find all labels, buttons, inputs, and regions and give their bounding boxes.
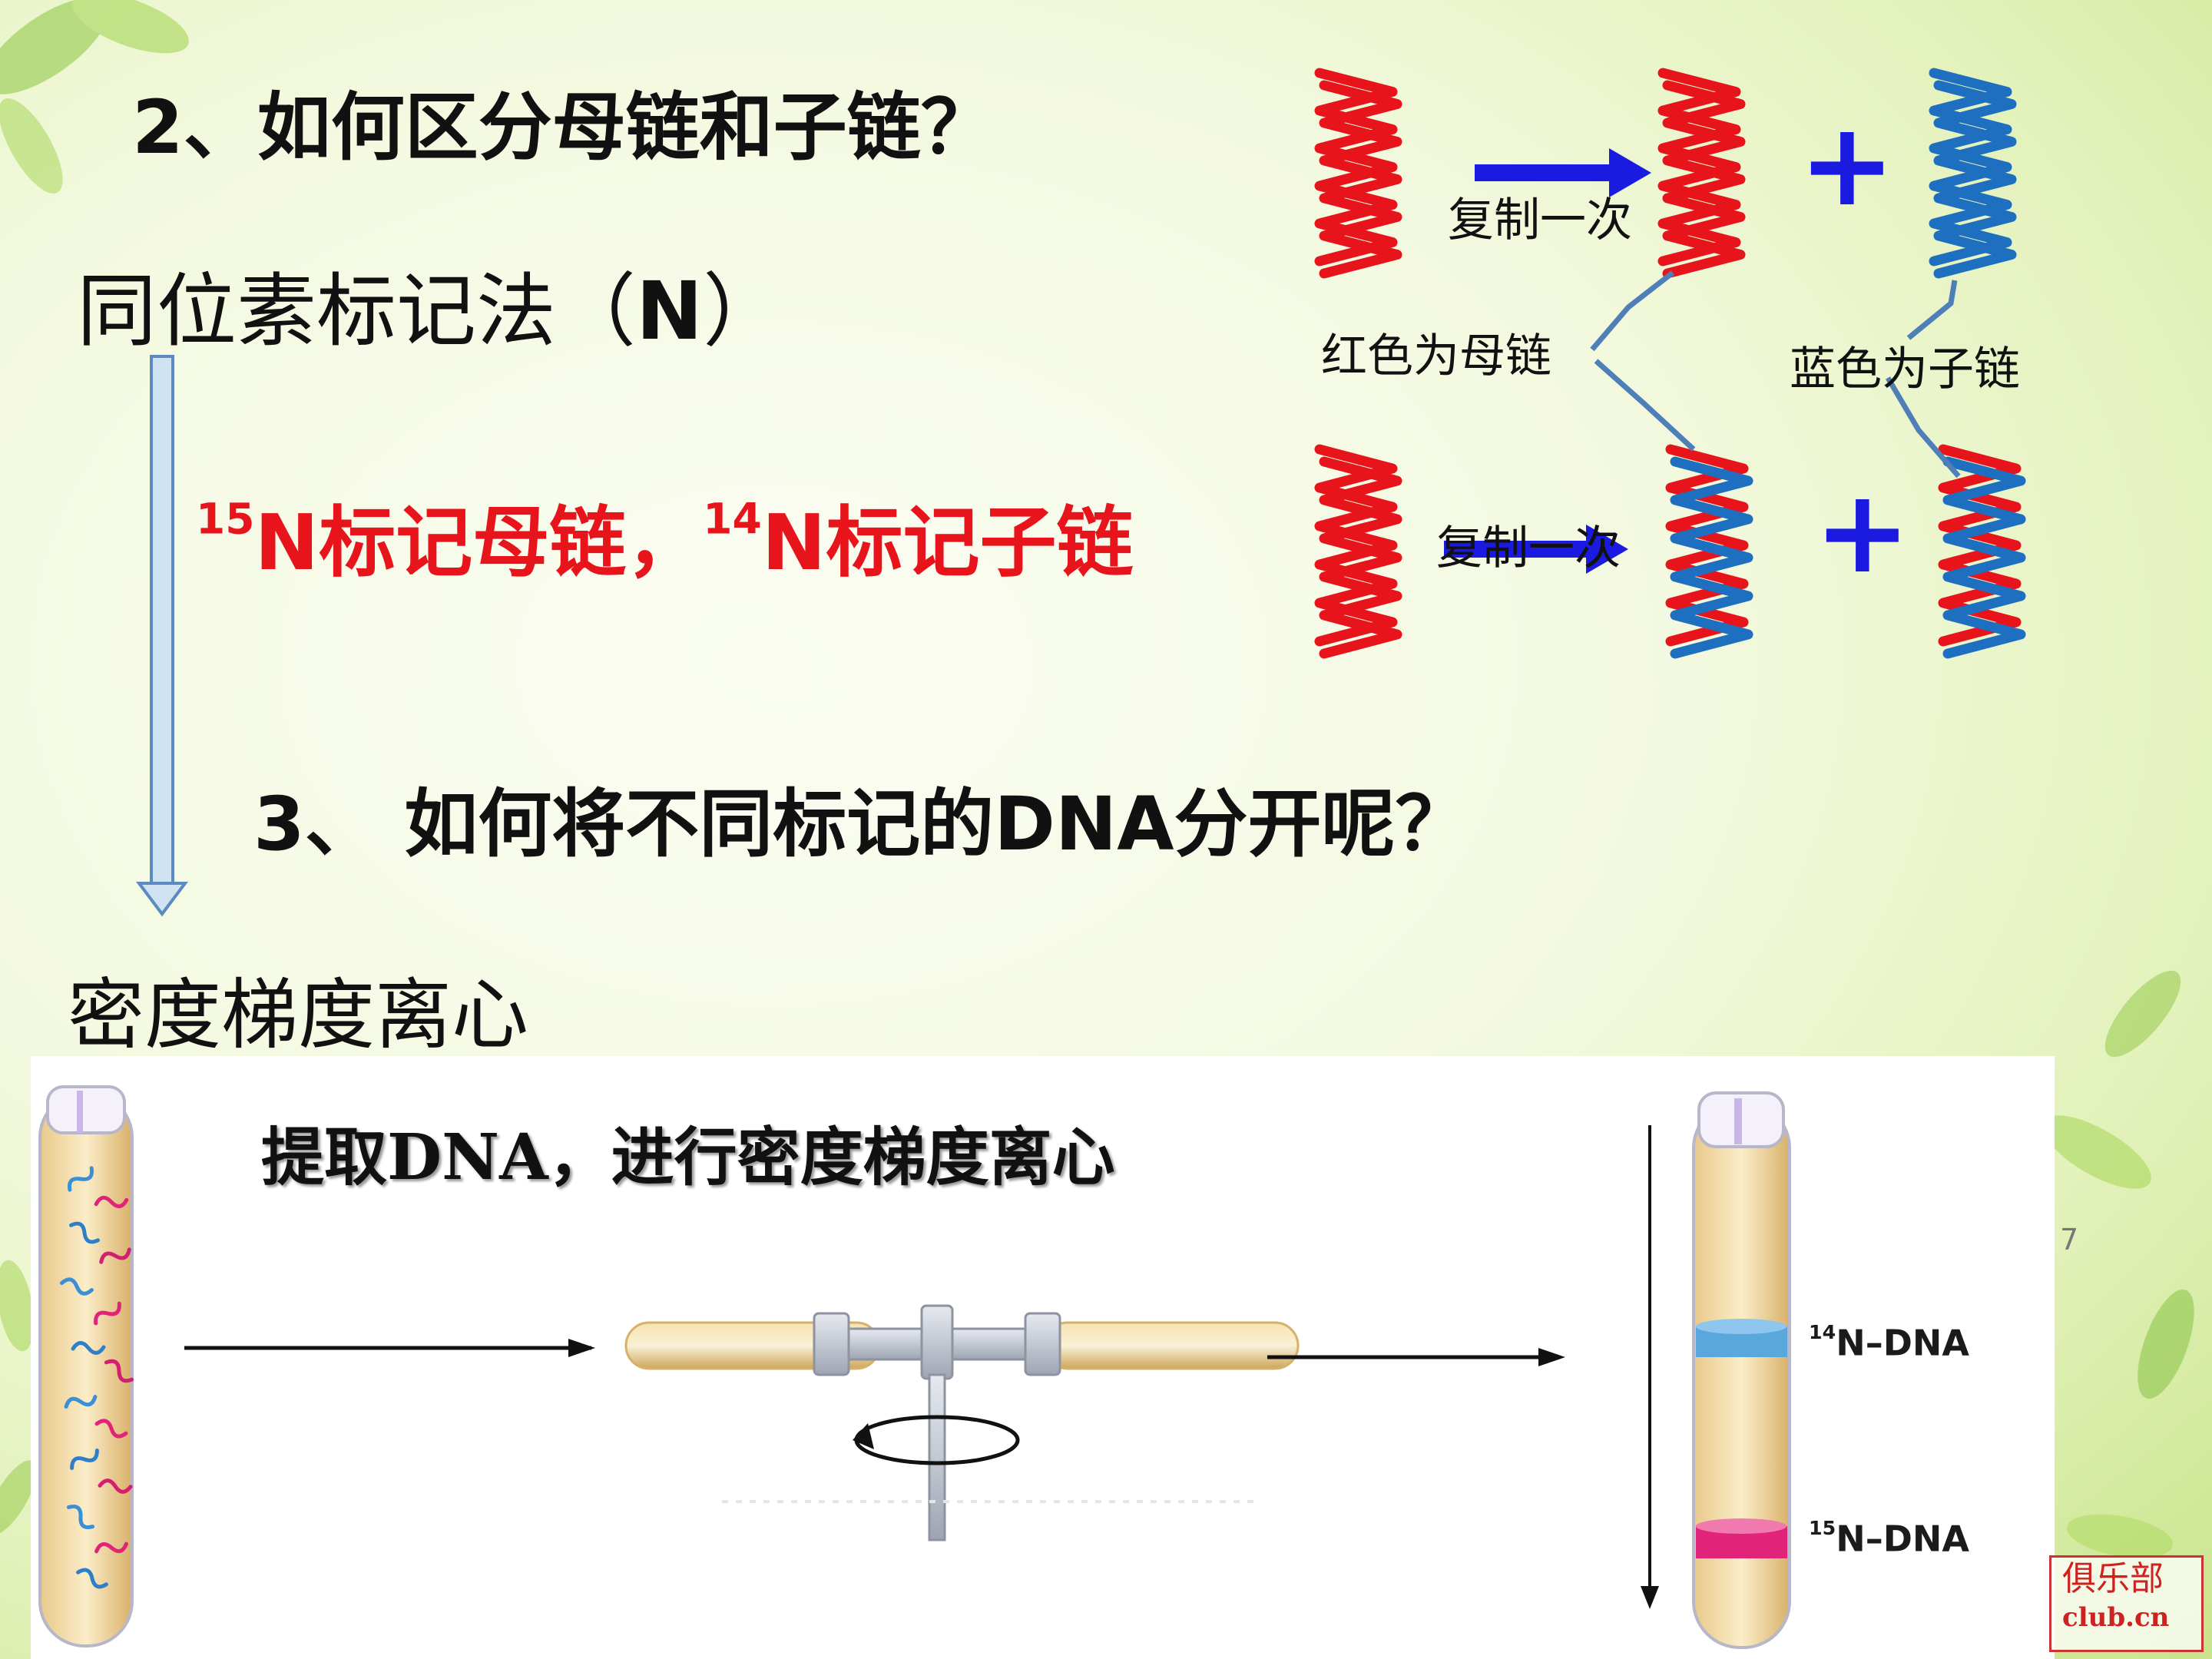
connector-red-label-lower [1594, 359, 1696, 452]
superscript-14: 14 [703, 494, 762, 544]
heading-isotope-method: 同位素标记法（N） [77, 246, 783, 362]
heading-density-centrifuge: 密度梯度离心 [68, 970, 528, 1060]
dna-fragments-mixture [60, 1166, 134, 1589]
dna-fragment [94, 1301, 121, 1326]
dna-fragment [94, 1419, 128, 1439]
dna-fragment [64, 1394, 98, 1409]
replicate-once-label-2: 复制一次 [1436, 522, 1621, 575]
flow-down-arrow [136, 355, 188, 917]
parent-helix-gen0-row1 [1314, 68, 1402, 279]
dna-fragment [98, 1479, 133, 1494]
hybrid-helix-right-row2 [1938, 444, 2026, 659]
method-prefix: 同位素标记法（ [77, 264, 637, 358]
replicate-once-label-1: 复制一次 [1448, 194, 1632, 247]
dna-fragment [104, 1359, 134, 1383]
method-suffix: ） [703, 264, 783, 358]
heading-question-2: 2、如何区分母链和子链？ [132, 84, 995, 171]
plus-sign-2: + [1814, 465, 1911, 599]
centrifuge-illustration-panel: 提取DNA，进行密度梯度离心 [31, 1056, 2055, 1659]
band-label-14n-dna: 14N–DNA [1809, 1321, 1969, 1364]
blue-daughter-strand-label: 蓝色为子链 [1790, 343, 2020, 396]
parent-helix-gen1-row1 [1657, 68, 1746, 279]
connector-blue-label-lower [1885, 376, 1961, 478]
dna-fragment [67, 1166, 94, 1192]
red-parent-strand-label: 红色为母链 [1321, 329, 1551, 383]
dna-fragment [66, 1504, 95, 1530]
watermark-line-2: club.cn [2062, 1602, 2170, 1633]
labeling-part-2: N标记子链 [761, 498, 1134, 588]
labeling-part-1: N标记母链， [254, 498, 704, 588]
band-bottom-text: N–DNA [1836, 1518, 1969, 1560]
hybrid-helix-left-row2 [1665, 444, 1753, 659]
method-letter: N [636, 264, 704, 358]
dna-fragment [70, 1449, 99, 1470]
replicate-arrow-row2 [1444, 525, 1628, 574]
dna-fragment [71, 1341, 106, 1355]
labeling-statement: 15N标记母链，14N标记子链 [196, 480, 1134, 591]
band-bottom-superscript: 15 [1809, 1517, 1836, 1539]
dna-fragment [60, 1277, 94, 1296]
watermark-line-1: 俱乐部 [2062, 1559, 2164, 1598]
parent-helix-gen0-row2 [1314, 444, 1402, 659]
connector-blue-label-upper [1906, 280, 1958, 340]
dna-fragment [94, 1195, 129, 1209]
band-label-15n-dna: 15N–DNA [1809, 1517, 1969, 1560]
plus-sign-1: + [1799, 98, 1896, 232]
dna-fragment [94, 1541, 128, 1554]
dna-fragment [69, 1221, 100, 1244]
replicate-arrow-row1 [1475, 148, 1651, 197]
daughter-helix-gen1-row1 [1929, 68, 2017, 279]
panel-caption: 提取DNA，进行密度梯度离心 [261, 1121, 1115, 1194]
dna-fragment [76, 1568, 108, 1589]
watermark-stamp: 俱乐部 club.cn [2049, 1555, 2204, 1652]
centrifuge-process-graphic [38, 1085, 1791, 1649]
band-top-superscript: 14 [1809, 1321, 1836, 1343]
connector-red-label-upper [1590, 270, 1675, 352]
heading-question-3: 3、 如何将不同标记的DNA分开呢？ [253, 781, 1469, 867]
page-number: 7 [2060, 1223, 2079, 1257]
band-top-text: N–DNA [1836, 1322, 1969, 1364]
superscript-15: 15 [196, 494, 255, 544]
dna-fragment [99, 1247, 131, 1264]
